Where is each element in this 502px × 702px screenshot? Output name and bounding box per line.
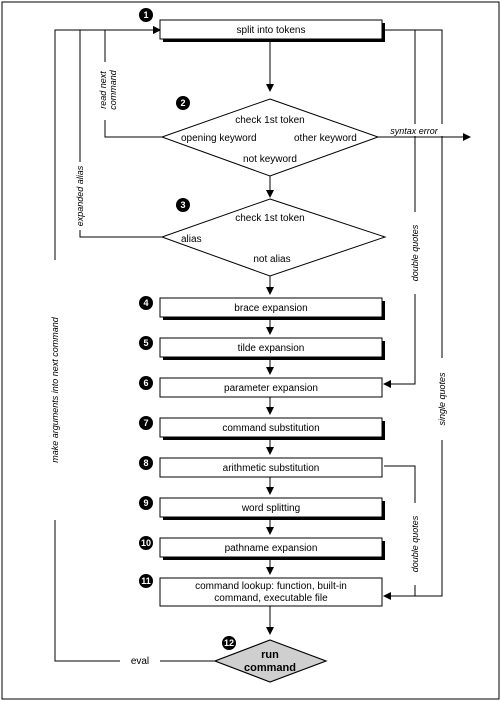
- step-12-run-command: run command 12: [213, 636, 328, 683]
- step-2-number: 2: [180, 98, 185, 108]
- step-5-tilde-expansion: tilde expansion 5: [139, 336, 385, 360]
- step-6-number: 6: [143, 378, 148, 388]
- step-6-label: parameter expansion: [224, 383, 318, 394]
- step-2-check-keyword: check 1st token opening keyword other ke…: [160, 96, 380, 177]
- step-9-label: word splitting: [241, 503, 300, 514]
- syntax-error-label: syntax error: [390, 126, 439, 136]
- step-7-marker: [139, 416, 153, 430]
- step-12-label-line2: command: [244, 662, 296, 674]
- step-11-label-line1: command lookup: function, built-in: [195, 581, 347, 592]
- step-4-number: 4: [143, 298, 148, 308]
- step-9-word-splitting: word splitting 9: [139, 496, 385, 520]
- step-8-number: 8: [143, 458, 148, 468]
- step-10-pathname-expansion: pathname expansion 10: [139, 536, 385, 560]
- step-11-command-lookup: command lookup: function, built-in comma…: [139, 574, 383, 607]
- step-9-number: 9: [143, 498, 148, 508]
- step-1-label: split into tokens: [237, 25, 306, 36]
- step-2-opening-keyword: opening keyword: [181, 133, 257, 144]
- step-5-marker: [139, 336, 153, 350]
- step-3-not-alias: not alias: [253, 254, 290, 265]
- step-2-marker: [176, 96, 190, 110]
- step-1-number: 1: [143, 10, 148, 20]
- step-12-marker: [222, 636, 236, 650]
- step-3-check-alias: check 1st token alias not alias 3: [160, 198, 387, 277]
- step-11-label-line2: command, executable file: [214, 593, 328, 604]
- step-1-split-into-tokens: split into tokens 1: [139, 8, 385, 42]
- step-6-parameter-expansion: parameter expansion 6: [139, 376, 383, 398]
- step-10-number: 10: [141, 538, 151, 548]
- step-12-label-line1: run: [261, 649, 279, 661]
- step-11-marker: [139, 574, 153, 588]
- step-3-marker: [176, 198, 190, 212]
- step-2-not-keyword: not keyword: [243, 154, 297, 165]
- step-7-command-substitution: command substitution 7: [139, 416, 385, 440]
- step-2-other-keyword: other keyword: [294, 133, 357, 144]
- step-12-number: 12: [224, 638, 234, 648]
- step-3-alias: alias: [181, 234, 202, 245]
- make-arguments-label: make arguments into next command: [50, 316, 60, 463]
- step-10-label: pathname expansion: [225, 543, 318, 554]
- double-quotes-upper-label: double quotes: [410, 224, 420, 281]
- step-5-label: tilde expansion: [238, 343, 305, 354]
- edge-labels: read next command syntax error expanded …: [50, 69, 447, 667]
- step-5-number: 5: [143, 338, 148, 348]
- read-next-label-line2: command: [108, 69, 118, 110]
- step-6-marker: [139, 376, 153, 390]
- step-8-arithmetic-substitution: arithmetic substitution 8: [139, 456, 383, 478]
- step-10-marker: [139, 536, 153, 550]
- step-4-marker: [139, 296, 153, 310]
- double-quotes-lower-label: double quotes: [410, 515, 420, 572]
- step-1-marker: [139, 8, 153, 22]
- expanded-alias-label: expanded alias: [75, 165, 85, 226]
- step-4-label: brace expansion: [234, 303, 307, 314]
- step-9-marker: [139, 496, 153, 510]
- step-11-number: 11: [141, 576, 151, 586]
- step-7-label: command substitution: [222, 423, 319, 434]
- step-8-marker: [139, 456, 153, 470]
- step-7-number: 7: [143, 418, 148, 428]
- step-2-title: check 1st token: [235, 115, 304, 126]
- step-3-number: 3: [180, 200, 185, 210]
- eval-label: eval: [131, 656, 149, 667]
- step-3-title: check 1st token: [235, 213, 304, 224]
- step-8-label: arithmetic substitution: [223, 463, 320, 474]
- single-quotes-label: single quotes: [437, 372, 447, 426]
- read-next-label-line1: read next: [98, 71, 108, 109]
- step-4-brace-expansion: brace expansion 4: [139, 296, 385, 320]
